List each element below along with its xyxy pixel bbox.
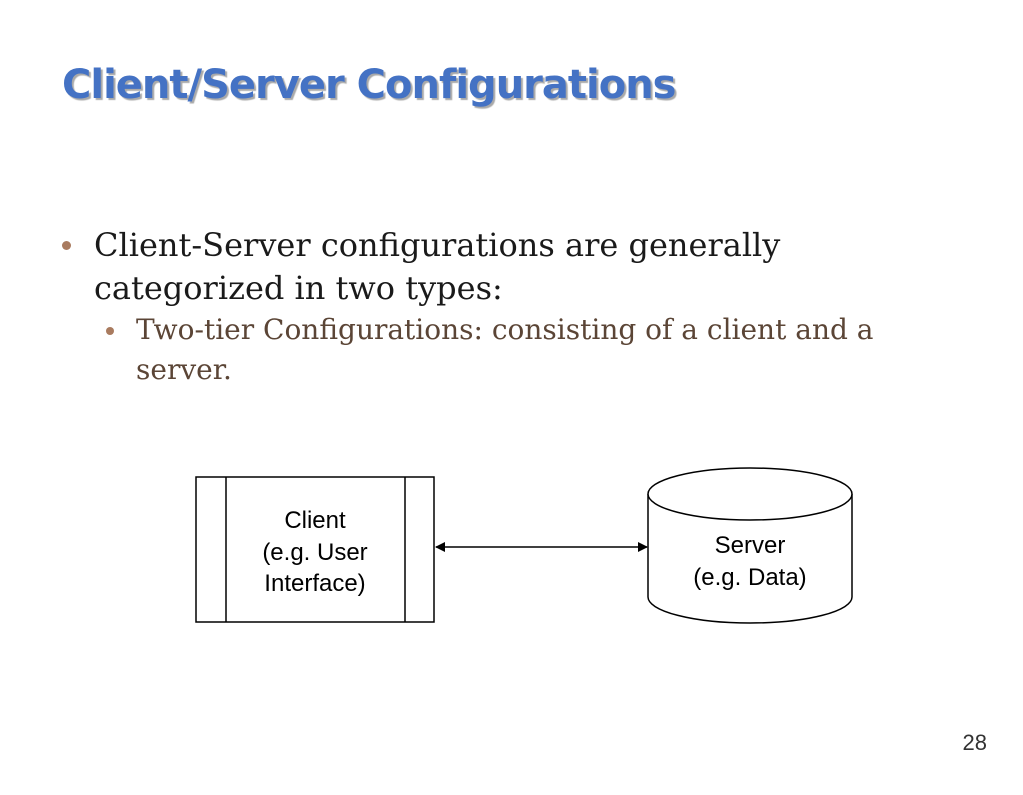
bullet-text: Client-Server configurations are general… <box>94 226 781 307</box>
bullet-dot-icon <box>106 327 114 335</box>
bullet-item: Client-Server configurations are general… <box>62 224 822 310</box>
server-cylinder-top <box>647 467 853 521</box>
server-cylinder-body <box>647 494 853 624</box>
page-number: 28 <box>962 730 987 755</box>
bullet-dot-icon <box>62 241 71 250</box>
server-label-line-2: (e.g. Data) <box>693 564 806 591</box>
client-label-line-1: Client <box>284 507 346 534</box>
server-cylinder: Server (e.g. Data) <box>647 467 853 624</box>
sub-bullet-text: Two-tier Configurations: consisting of a… <box>136 313 874 386</box>
client-label-line-3: Interface) <box>264 570 365 597</box>
sub-bullet-item: Two-tier Configurations: consisting of a… <box>104 310 944 390</box>
client-box: Client (e.g. User Interface) <box>195 476 435 623</box>
client-box-outline <box>195 476 435 623</box>
client-label-line-2: (e.g. User <box>262 539 367 566</box>
slide-title: Client/Server Configurations <box>62 62 676 108</box>
server-label-line-1: Server <box>715 532 786 559</box>
